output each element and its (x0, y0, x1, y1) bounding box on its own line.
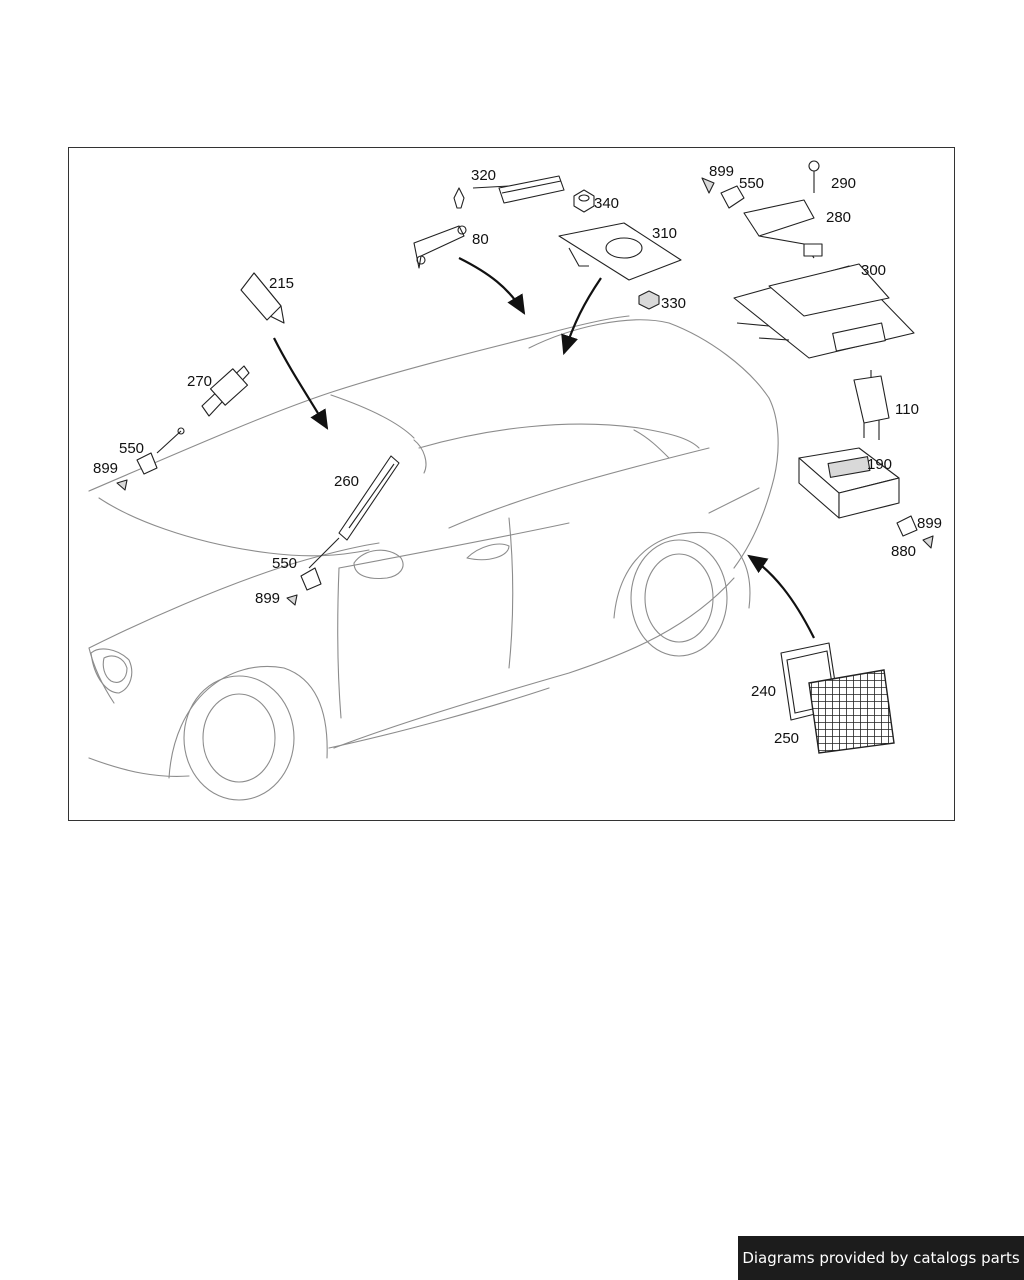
label-250: 250 (774, 730, 799, 747)
part-190 (798, 447, 900, 519)
label-899-mid: 899 (255, 590, 280, 607)
part-330 (638, 290, 660, 310)
part-899-right (896, 515, 918, 537)
label-310: 310 (652, 225, 677, 242)
label-330: 330 (661, 295, 686, 312)
label-300: 300 (861, 262, 886, 279)
part-899-mid (286, 594, 298, 606)
part-880 (922, 535, 934, 549)
label-110: 110 (895, 401, 919, 418)
part-80 (413, 225, 467, 269)
part-899-top (701, 177, 715, 194)
part-340 (573, 189, 595, 213)
part-310 (558, 222, 682, 281)
part-290 (808, 160, 820, 193)
label-899-right: 899 (917, 515, 942, 532)
label-240: 240 (751, 683, 776, 700)
part-260 (308, 455, 400, 569)
part-320 (453, 175, 565, 209)
arrow-80-to-car (458, 257, 526, 315)
label-550-left: 550 (119, 440, 144, 457)
part-280 (743, 199, 823, 259)
part-550-mid (300, 567, 322, 591)
label-260: 260 (334, 473, 359, 490)
label-215: 215 (269, 275, 294, 292)
label-320: 320 (471, 167, 496, 184)
part-550-top (720, 185, 745, 209)
label-290: 290 (831, 175, 856, 192)
label-280: 280 (826, 209, 851, 226)
part-270 (156, 365, 250, 454)
arrow-215-to-car (273, 337, 329, 430)
label-550-top: 550 (739, 175, 764, 192)
arrow-310-to-car (561, 277, 602, 356)
label-899-top: 899 (709, 163, 734, 180)
arrow-240-to-car (747, 554, 815, 639)
part-250 (808, 669, 895, 754)
label-340: 340 (594, 195, 619, 212)
part-215 (240, 272, 285, 324)
label-550-mid: 550 (272, 555, 297, 572)
label-880: 880 (891, 543, 916, 560)
part-550-left (136, 452, 158, 475)
label-80: 80 (472, 231, 489, 248)
part-110 (853, 370, 890, 440)
label-899-left: 899 (93, 460, 118, 477)
diagram-frame: 320 340 310 80 899 550 290 280 300 330 2… (68, 147, 955, 821)
car-outline (88, 315, 779, 801)
label-190: 190 (867, 456, 892, 473)
label-270: 270 (187, 373, 212, 390)
part-300 (733, 263, 915, 359)
credit-banner: Diagrams provided by catalogs parts (738, 1236, 1024, 1280)
parts-diagram: 320 340 310 80 899 550 290 280 300 330 2… (88, 160, 942, 801)
part-899-left (116, 479, 128, 491)
